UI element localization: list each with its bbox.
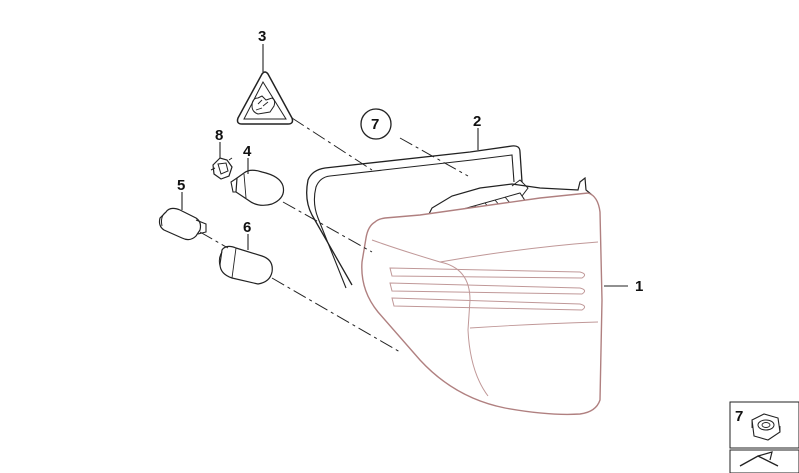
- tail-light-housing: [424, 176, 593, 223]
- callout-8: 8: [215, 127, 223, 144]
- callout-7-circled: 7: [360, 108, 392, 140]
- callout-2: 2: [473, 113, 481, 130]
- gasket-outer: [306, 145, 523, 286]
- leader-lines: [181, 44, 628, 287]
- tail-light-lens: [361, 192, 603, 416]
- nut-icon: [751, 413, 781, 441]
- gasket-inner: [313, 154, 515, 289]
- guide-line-4: [282, 201, 373, 253]
- tail-light-assembly: [361, 176, 603, 416]
- housing-connector: [511, 179, 529, 197]
- bulb-part-4: [230, 169, 285, 206]
- thumbnail-frame-2: [729, 449, 799, 473]
- guide-line-3: [291, 117, 373, 171]
- hand-warning-icon: [251, 95, 276, 115]
- gasket: [306, 145, 523, 289]
- callout-3: 3: [258, 28, 266, 45]
- callout-5: 5: [177, 177, 185, 194]
- callout-1: 1: [635, 278, 643, 295]
- bulb-socket-part-8: [210, 157, 233, 180]
- lens-bar-3: [391, 297, 586, 311]
- callout-6: 6: [243, 219, 251, 236]
- assembly-guide-lines: [199, 117, 469, 353]
- lens-bar-1: [389, 267, 586, 279]
- thumbnail-label: 7: [735, 408, 743, 425]
- lens-bottom-line: [469, 321, 599, 329]
- bulb-part-6: [218, 245, 273, 285]
- thumbnail-nut: 7: [729, 401, 799, 473]
- lens-top-contour: [439, 241, 599, 263]
- arrow-icon: [739, 451, 779, 467]
- bulb-part-5: [158, 207, 207, 241]
- callout-7: 7: [371, 116, 379, 133]
- guide-line-5: [199, 231, 229, 249]
- warning-label-sticker: [236, 71, 294, 125]
- callout-4: 4: [243, 143, 252, 160]
- guide-line-7: [399, 137, 469, 177]
- triangle-outer: [236, 71, 294, 125]
- lens-bar-2: [389, 282, 586, 295]
